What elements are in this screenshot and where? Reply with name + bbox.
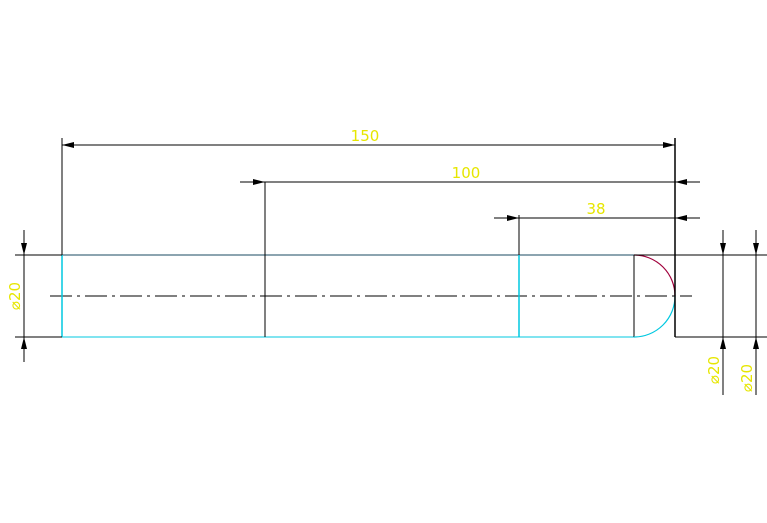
dim-arrow-dia-right-outer-bottom [753,337,759,349]
dim-arrow-dia-left-bottom [21,337,27,349]
dim-arrow-dia-right-inner-top [720,243,726,255]
dim-text-dia-left: ⌀20 [6,282,24,310]
dim-text-150: 150 [351,127,380,145]
dim-text-100: 100 [452,164,481,182]
dim-text-dia-right-inner: ⌀20 [705,356,723,384]
dim-text-38: 38 [586,200,605,218]
dim-text-dia-right-outer: ⌀20 [738,364,756,392]
dome-lower-arc [633,295,676,338]
dome-upper-arc [633,254,676,297]
dim-arrow-dia-right-outer-top [753,243,759,255]
dim-arrow-dia-left-top [21,243,27,255]
dim-arrow-dia-right-inner-bottom [720,337,726,349]
